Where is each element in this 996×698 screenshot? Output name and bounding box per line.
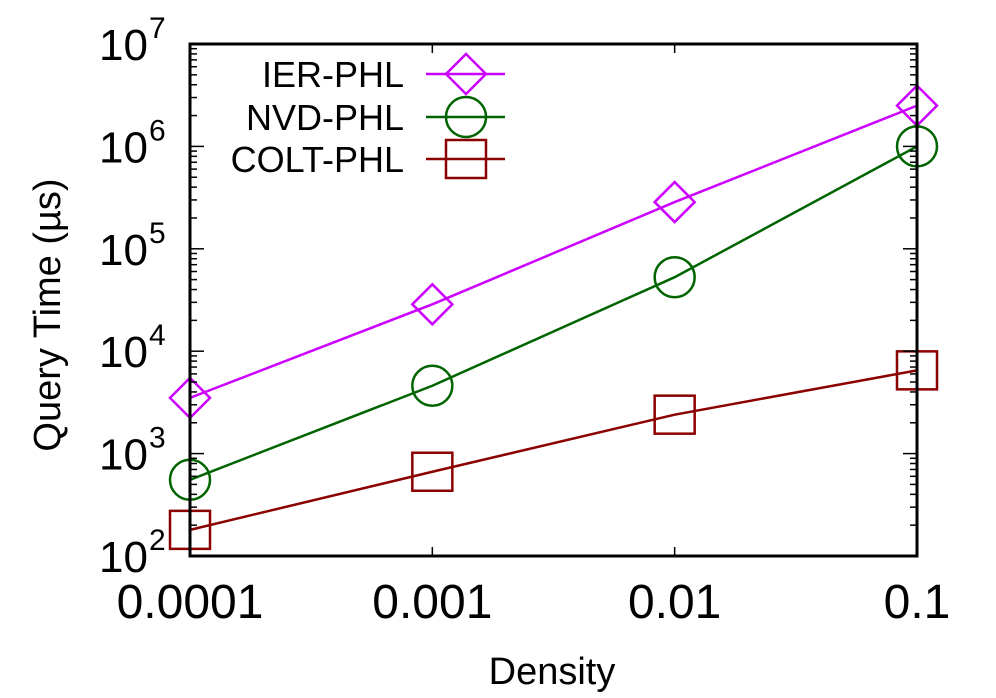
svg-text:10: 10 [99, 328, 148, 377]
svg-text:10: 10 [99, 533, 148, 582]
x-tick-label: 0.01 [628, 576, 721, 629]
x-tick-label: 0.001 [372, 576, 492, 629]
square-marker [411, 451, 454, 492]
square-marker [653, 394, 696, 435]
legend-item-ier-phl: IER-PHL [262, 52, 505, 96]
svg-text:3: 3 [149, 422, 166, 455]
x-axis-tick-labels: 0.0001 0.001 0.01 0.1 [117, 576, 951, 629]
legend-item-nvd-phl: NVD-PHL [246, 95, 505, 139]
diamond-marker [444, 52, 488, 96]
svg-text:7: 7 [149, 12, 166, 45]
diamond-marker [895, 83, 939, 128]
square-marker [444, 138, 488, 180]
series-line [189, 104, 918, 400]
svg-text:10: 10 [99, 226, 148, 275]
svg-text:2: 2 [149, 524, 166, 557]
circle-marker [411, 364, 454, 407]
legend-label: NVD-PHL [246, 97, 404, 138]
series-ier-phl [168, 83, 939, 420]
plot-frame [188, 42, 919, 558]
y-axis-label: Query Time (µs) [27, 178, 69, 451]
series-line [189, 369, 918, 532]
x-tick-label: 0.1 [884, 576, 951, 629]
series-colt-phl [168, 350, 939, 551]
legend-label: IER-PHL [262, 54, 404, 95]
diamond-marker [168, 376, 212, 420]
svg-text:10: 10 [99, 21, 148, 70]
circle-marker [653, 255, 696, 299]
svg-text:10: 10 [99, 123, 148, 172]
x-tick-label: 0.0001 [117, 576, 264, 629]
diamond-marker [652, 180, 697, 224]
legend-label: COLT-PHL [231, 139, 404, 180]
circle-marker [444, 95, 488, 139]
svg-text:6: 6 [149, 114, 166, 147]
x-axis-label: Density [489, 651, 616, 693]
series-line [189, 145, 918, 481]
legend-item-colt-phl: COLT-PHL [231, 138, 505, 180]
diamond-marker [410, 282, 455, 327]
svg-text:10: 10 [99, 431, 148, 480]
svg-text:4: 4 [149, 319, 166, 352]
svg-text:5: 5 [149, 217, 166, 250]
